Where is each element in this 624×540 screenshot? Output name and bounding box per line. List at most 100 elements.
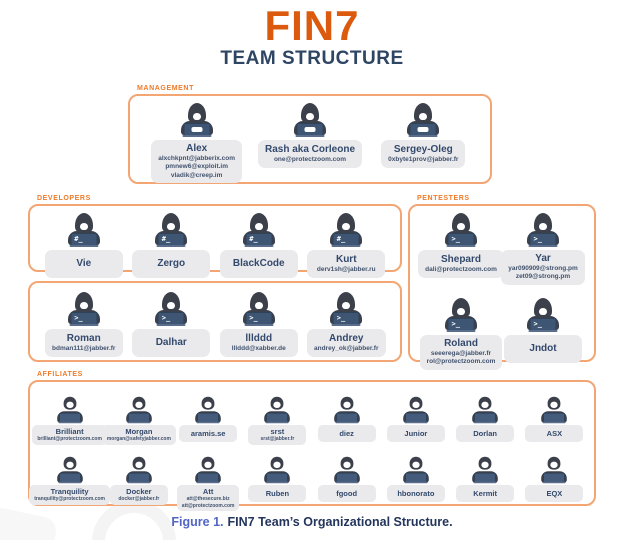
member-card: diez: [317, 425, 376, 442]
member-name: Roland: [444, 337, 478, 349]
hacker-laptop-icon: [261, 396, 293, 424]
member-name: Yar: [535, 253, 551, 264]
member-contact: 0xbyte1prov@jabber.fr: [388, 155, 459, 163]
member-name: Brilliant: [55, 427, 84, 436]
member-contact: derv1sh@jabber.ru: [316, 265, 376, 273]
member-contact: srst@jabber.fr: [260, 436, 295, 442]
member-fgood: fgood: [312, 450, 381, 502]
hacker-laptop-icon: [123, 456, 155, 484]
member-name: Junior: [404, 429, 428, 438]
member-contact: vladik@creep.im: [170, 171, 223, 179]
member-card: Dalhar: [132, 329, 211, 357]
page-subtitle: TEAM STRUCTURE: [220, 48, 404, 70]
member-card: Junior: [386, 425, 445, 442]
member-name: Andrey: [329, 332, 364, 344]
member-ruben: Ruben: [243, 450, 312, 502]
hacker-laptop-icon: [192, 456, 224, 484]
member-name: Morgan: [125, 427, 153, 436]
hooded-hacker-code-laptop-icon: #_: [326, 213, 366, 247]
member-contact: rol@protectzoom.com: [426, 358, 496, 366]
member-name: lllddd: [245, 332, 273, 344]
member-dalhar: >_Dalhar: [128, 292, 216, 357]
member-card: Vie: [44, 250, 123, 278]
member-name: diez: [339, 429, 354, 438]
member-junior: Junior: [381, 390, 450, 442]
member-contact: att@thesecure.biz: [186, 495, 230, 502]
member-card: Zergo: [132, 250, 211, 278]
hacker-laptop-icon: [469, 396, 501, 424]
member-name: hbonorato: [397, 488, 435, 498]
member-name: Rash aka Corleone: [264, 143, 356, 155]
member-blackcode: #_ BlackCode: [215, 213, 303, 278]
hooded-hacker-terminal-laptop-icon: >_: [64, 292, 104, 326]
member-kermit: Kermit: [451, 450, 520, 502]
member-eqx: EQX: [520, 450, 589, 502]
hooded-hacker-code-laptop-icon: #_: [151, 213, 191, 247]
member-name: Ruben: [265, 488, 290, 498]
figure-caption: Figure 1.FIN7 Team’s Organizational Stru…: [0, 515, 624, 529]
member-contact: andrey_ok@jabber.fr: [313, 344, 379, 352]
member-hbonorato: hbonorato: [381, 450, 450, 502]
member-card: fgood: [317, 484, 376, 502]
section-label-affiliates: AFFILIATES: [37, 371, 83, 378]
hooded-hacker-code-laptop-icon: #_: [239, 213, 279, 247]
member-contact: brilliant@protectzoom.com: [37, 436, 102, 442]
member-name: Tranquility: [50, 486, 89, 496]
member-contact: lllddd@xabber.de: [231, 344, 286, 352]
hacker-laptop-icon: [54, 456, 86, 484]
member-name: Jndot: [529, 342, 557, 354]
member-contact: att@protectzoom.com: [181, 502, 235, 509]
member-contact: alxchkpnt@jabberix.com: [158, 155, 236, 162]
member-diez: diez: [312, 390, 381, 442]
member-name: fgood: [336, 488, 358, 498]
hacker-laptop-icon: [538, 396, 570, 424]
hooded-hacker-badge-laptop-icon: [177, 103, 217, 137]
member-name: Kermit: [473, 488, 497, 498]
hooded-hacker-terminal-laptop-icon: >_: [523, 213, 563, 247]
member-name: Vie: [76, 258, 92, 269]
member-card: BlackCode: [219, 250, 298, 278]
member-name: BlackCode: [232, 258, 285, 269]
member-name: srst: [270, 427, 285, 436]
member-vie: #_Vie: [40, 213, 128, 278]
member-name: Sergey-Oleg: [393, 143, 453, 155]
hacker-laptop-icon: [469, 456, 501, 484]
hacker-laptop-icon: [400, 456, 432, 484]
member-name: Docker: [126, 486, 152, 496]
member-contact: seeerega@jabber.fr: [430, 349, 492, 357]
member-name: EQX: [546, 488, 563, 498]
member-contact: yar090909@strong.pm: [508, 265, 578, 272]
page-title: FIN7: [264, 2, 360, 49]
hacker-laptop-icon: [331, 456, 363, 484]
hacker-laptop-icon: [400, 396, 432, 424]
member-card: aramis.se: [179, 425, 238, 442]
member-card: Dorlan: [456, 425, 515, 442]
